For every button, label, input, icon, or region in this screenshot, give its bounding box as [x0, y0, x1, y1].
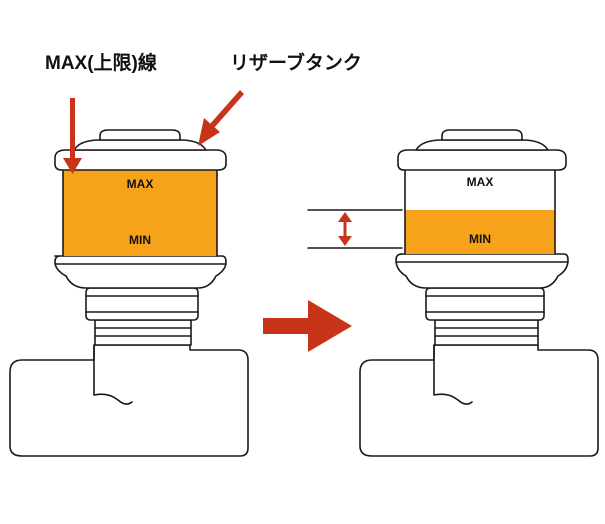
max-mark: MAX: [467, 175, 494, 189]
base-block: [359, 344, 599, 457]
up-arrowhead: [338, 212, 352, 222]
max-line-label: MAX(上限)線: [45, 53, 157, 74]
fluid-body: [405, 210, 555, 254]
down-arrowhead: [338, 236, 352, 246]
tank-cap-top: [99, 129, 181, 141]
base-break-line: [433, 344, 473, 405]
reservoir-before: MAX MIN: [9, 129, 249, 457]
neck-lower: [94, 319, 192, 346]
base-block: [9, 344, 249, 457]
upper-flange: [54, 149, 227, 171]
neck-lower: [434, 319, 539, 346]
min-mark: MIN: [469, 232, 491, 246]
tank-cap: [73, 139, 207, 151]
tank-empty-space: [405, 170, 555, 210]
fluid-body: [63, 170, 217, 256]
upper-flange: [397, 149, 567, 171]
transition-arrow: [263, 300, 352, 352]
level-difference-indicator: [307, 209, 403, 249]
neck-upper: [425, 287, 545, 321]
reservoir-tank-label: リザーブタンク: [230, 53, 362, 74]
base-break-line: [93, 344, 133, 405]
lower-flange: [54, 255, 227, 289]
lower-flange: [395, 253, 569, 289]
reservoir-tank-arrow: [198, 90, 244, 146]
reservoir-after: MAX MIN: [359, 129, 599, 457]
min-mark: MIN: [129, 233, 151, 247]
max-mark: MAX: [127, 177, 154, 191]
neck-upper: [85, 287, 199, 321]
max-line-arrow: [63, 98, 82, 174]
tank-cap-top: [441, 129, 523, 141]
tank-cap: [415, 139, 549, 151]
